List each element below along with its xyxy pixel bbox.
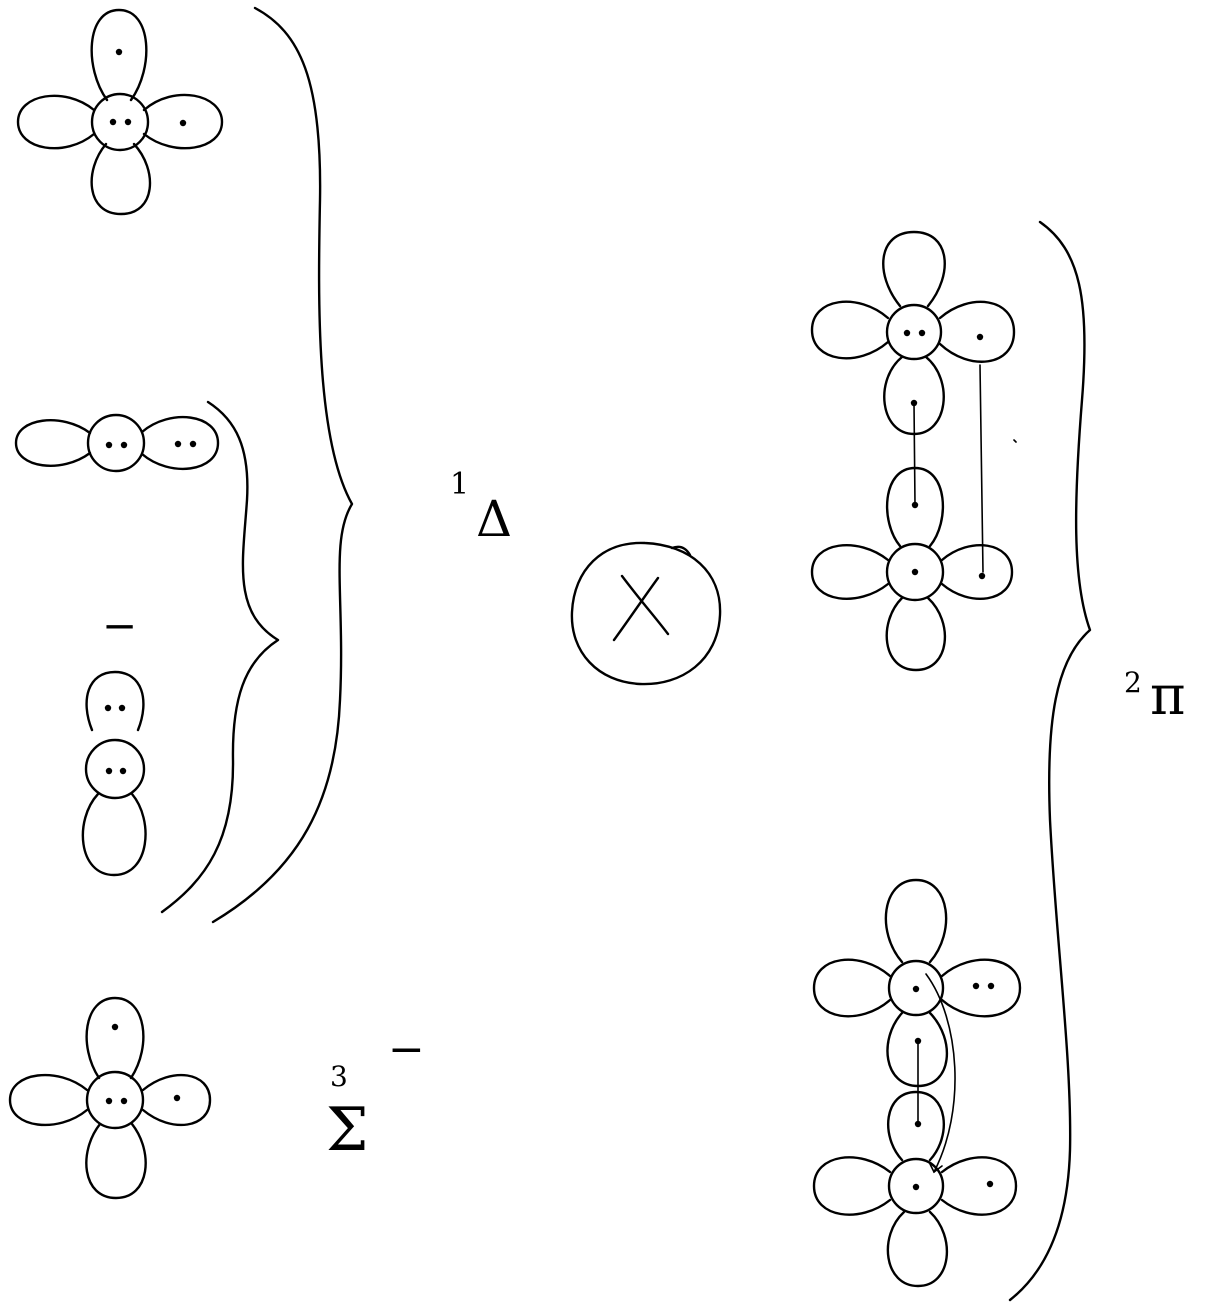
center-atom <box>90 92 150 152</box>
bond-curve <box>925 973 956 1173</box>
label-triplet-sigma-sign: − <box>388 1024 425 1075</box>
inner-brace <box>160 400 280 914</box>
electron-dot <box>179 119 187 127</box>
outer-brace <box>211 6 354 924</box>
label-doublet-pi: 2 π <box>1124 664 1186 727</box>
lobe-right <box>141 1073 212 1127</box>
lobe-left <box>810 544 890 600</box>
cross-product-operator: × <box>570 541 722 686</box>
electron-dot <box>118 704 126 712</box>
label-singlet-delta: 1 Δ <box>450 467 512 548</box>
center-atom <box>885 303 943 361</box>
operator-circle <box>570 541 722 686</box>
lobe-left <box>16 94 96 150</box>
electron-dot <box>987 982 995 990</box>
electron-dot <box>104 704 112 712</box>
lobe-top <box>887 1090 945 1162</box>
electron-dot <box>105 767 113 775</box>
label-singlet-delta-superscript: 1 <box>450 467 469 502</box>
electron-dot <box>105 441 113 449</box>
center-atom <box>85 1070 145 1130</box>
operator-cross-stroke-a <box>620 574 670 636</box>
electron-dot <box>115 48 123 56</box>
label-triplet-sigma-symbol: Σ <box>326 1095 368 1165</box>
label-triplet-sigma: 3 Σ − <box>326 1024 425 1165</box>
electron-dot <box>120 1097 128 1105</box>
electron-dot <box>972 982 980 990</box>
lobe-bottom <box>886 1210 949 1288</box>
lobe-left <box>14 419 92 467</box>
center-atom <box>887 1157 945 1215</box>
lobe-top <box>90 8 148 102</box>
lobe-left <box>8 1073 89 1127</box>
electron-dot <box>105 1097 113 1105</box>
electron-dot <box>986 1180 994 1188</box>
lobe-left <box>810 300 890 360</box>
operator-cross-stroke-b <box>612 576 660 642</box>
electron-dot <box>109 118 117 126</box>
electron-dot <box>976 333 984 341</box>
label-singlet-delta-symbol: Δ <box>476 490 512 548</box>
electron-dot <box>912 1183 920 1191</box>
label-doublet-pi-symbol: π <box>1150 664 1186 727</box>
orbital-lower-right-top <box>812 878 1022 1088</box>
operator-circle-tail <box>670 545 692 557</box>
electron-dot <box>912 985 920 993</box>
orbital-lower-right-bottom <box>812 1090 1018 1288</box>
lobe-top <box>85 670 145 732</box>
electron-dot <box>918 329 926 337</box>
label-doublet-pi-superscript: 2 <box>1124 666 1142 699</box>
center-atom <box>86 413 146 473</box>
electron-dot <box>111 1023 119 1031</box>
orbital-horizontal-pair <box>14 413 220 473</box>
center-atom <box>885 542 945 602</box>
label-triplet-sigma-superscript: 3 <box>330 1060 348 1093</box>
lobe-right <box>940 1156 1018 1216</box>
center-atom <box>84 738 146 800</box>
electron-dot <box>903 329 911 337</box>
orbital-vertical-pair <box>81 670 147 877</box>
stray-mark <box>1013 439 1017 443</box>
lobe-bottom <box>886 1011 949 1088</box>
lobe-top <box>85 996 145 1080</box>
electron-dot <box>120 441 128 449</box>
electron-dot <box>124 118 132 126</box>
center-atom <box>887 959 945 1017</box>
lobe-right <box>140 416 220 470</box>
lobe-bottom <box>885 596 947 672</box>
electron-dot <box>119 767 127 775</box>
lobe-bottom <box>81 792 147 877</box>
lobe-left <box>812 1156 892 1216</box>
bar-mark: − <box>102 601 137 650</box>
lobe-bottom <box>85 1122 147 1200</box>
lobe-right <box>940 958 1022 1018</box>
electron-dot <box>173 1094 181 1102</box>
lobe-right <box>940 544 1014 600</box>
lobe-top <box>884 878 948 964</box>
electron-dot <box>978 572 986 580</box>
orbital-upper-right-bottom <box>810 466 1014 672</box>
lobe-right <box>938 300 1016 363</box>
electron-dot <box>174 440 182 448</box>
lobe-top <box>882 230 946 308</box>
orbital-cross-bottom-left <box>8 996 212 1200</box>
electron-dot <box>911 568 919 576</box>
electron-dot <box>189 440 197 448</box>
orbital-upper-right-top <box>810 230 1016 436</box>
right-brace <box>1008 220 1092 1302</box>
bond-curve-arrow <box>929 1163 943 1174</box>
lobe-bottom <box>90 142 152 216</box>
bond-line-vertical <box>913 402 916 506</box>
bond-line-right <box>979 364 984 573</box>
lobe-right <box>142 93 224 150</box>
lobe-left <box>812 958 892 1018</box>
orbital-cross-top-left <box>16 8 224 216</box>
